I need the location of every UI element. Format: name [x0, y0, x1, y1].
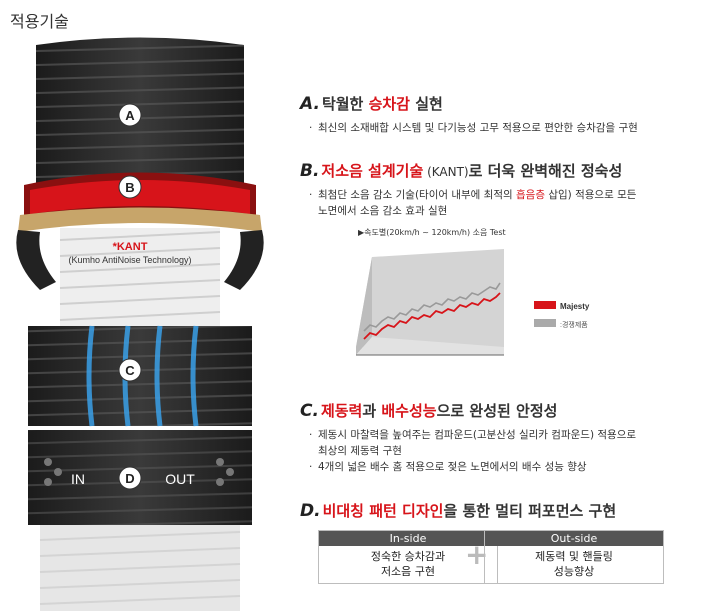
kant-desc: (Kumho AntiNoise Technology): [69, 255, 192, 265]
chart-title: ▶속도별(20km/h ~ 120km/h) 소음 Test: [358, 228, 506, 237]
noise-chart: ▶속도별(20km/h ~ 120km/h) 소음 Test Majesty :…: [328, 227, 658, 377]
legend-majesty-label: Majesty: [560, 302, 590, 311]
feature-c-bullet-1-line-2: 최상의 제동력 구현: [318, 445, 402, 457]
feature-a-heading: A.탁월한 승차감 실현: [300, 93, 638, 114]
feature-d: D.비대칭 패턴 디자인을 통한 멀티 퍼포먼스 구현: [300, 500, 616, 521]
plus-sign: +: [465, 538, 489, 571]
outside-box-line-2: 성능향상: [553, 565, 595, 578]
label-c: C: [125, 363, 135, 378]
tire-illustration: A B C D *KANT (Kumho AntiNoise Technolog…: [16, 37, 264, 611]
feature-a-highlight: 승차감: [368, 95, 410, 113]
feature-b-bullet-post: 삽입) 적용으로 모든: [545, 189, 637, 201]
inside-box-body: 정숙한 승차감과 저소음 구현: [319, 546, 497, 583]
chart-back-wall: [356, 249, 504, 347]
feature-c-bullet-2: 4개의 넓은 배수 홈 적용으로 젖은 노면에서의 배수 성능 향상: [309, 459, 636, 475]
feature-c-heading: C.제동력과 배수성능으로 완성된 안정성: [300, 400, 636, 421]
feature-b-bullet-red: 흡음층: [516, 189, 545, 201]
feature-a-letter: A.: [300, 94, 320, 114]
kant-title: *KANT: [113, 241, 148, 253]
outside-box: Out-side 제동력 및 핸들링 성능향상: [484, 530, 664, 584]
label-a: A: [125, 108, 135, 123]
outside-box-body: 제동력 및 핸들링 성능향상: [485, 546, 663, 583]
legend-competitor-swatch: [534, 319, 556, 327]
feature-b-letter: B.: [300, 161, 320, 181]
outside-box-header: Out-side: [485, 531, 663, 546]
feature-a-bullet-1: 최신의 소재배합 시스템 및 다기능성 고무 적용으로 편안한 승차감을 구현: [309, 120, 638, 136]
feature-a: A.탁월한 승차감 실현 최신의 소재배합 시스템 및 다기능성 고무 적용으로…: [300, 93, 638, 136]
feature-b-heading: B.저소음 설계기술 (KANT)로 더욱 완벽해진 정숙성: [300, 160, 636, 181]
feature-b-bullet-pre: 최첨단 소음 감소 기술(타이어 내부에 최적의: [318, 189, 517, 201]
out-label: OUT: [165, 471, 195, 487]
feature-d-post: 을 통한 멀티 퍼포먼스 구현: [443, 502, 617, 520]
feature-b-kant: (KANT): [423, 165, 469, 179]
feature-d-heading: D.비대칭 패턴 디자인을 통한 멀티 퍼포먼스 구현: [300, 500, 616, 521]
feature-d-letter: D.: [300, 501, 321, 521]
feature-c: C.제동력과 배수성능으로 완성된 안정성 제동시 마찰력을 높여주는 컴파운드…: [300, 400, 636, 475]
feature-c-bullet-1: 제동시 마찰력을 높여주는 컴파운드(고분산성 실리카 컴파운드) 적용으로최상…: [309, 427, 637, 459]
chart-floor: [356, 337, 504, 355]
label-b: B: [125, 180, 134, 195]
feature-c-letter: C.: [300, 401, 319, 421]
feature-c-highlight-1: 제동력: [320, 402, 363, 420]
feature-a-post: 실현: [409, 95, 443, 113]
series-competitor-line: [363, 282, 501, 332]
inside-box-line-2: 저소음 구현: [380, 565, 436, 578]
feature-b-bullet-1: 최첨단 소음 감소 기술(타이어 내부에 최적의 흡음층 삽입) 적용으로 모든…: [309, 187, 637, 219]
chart-side-wall: [356, 257, 372, 355]
outside-box-line-1: 제동력 및 핸들링: [535, 550, 613, 563]
feature-c-post: 으로 완성된 안정성: [436, 402, 558, 420]
inside-box-header: In-side: [319, 531, 497, 546]
feature-c-bullet-1-line-1: 제동시 마찰력을 높여주는 컴파운드(고분산성 실리카 컴파운드) 적용으로: [318, 429, 637, 441]
feature-c-highlight-2: 배수성능: [381, 402, 437, 420]
inside-box-line-1: 정숙한 승차감과: [370, 550, 446, 563]
legend-competitor-label: :경쟁제품: [560, 320, 588, 329]
feature-c-mid: 과: [362, 402, 382, 420]
inside-box: In-side 정숙한 승차감과 저소음 구현: [318, 530, 498, 584]
in-label: IN: [71, 471, 85, 487]
series-majesty-line: [363, 292, 501, 340]
legend-majesty-swatch: [534, 301, 556, 309]
feature-b: B.저소음 설계기술 (KANT)로 더욱 완벽해진 정숙성 최첨단 소음 감소…: [300, 160, 636, 219]
feature-d-highlight: 비대칭 패턴 디자인: [322, 502, 444, 520]
feature-a-pre: 탁월한: [321, 95, 369, 113]
page-title: 적용기술: [10, 12, 69, 31]
feature-b-post: 로 더욱 완벽해진 정숙성: [468, 162, 623, 180]
feature-b-highlight: 저소음 설계기술: [321, 162, 424, 180]
feature-b-bullet-line2: 노면에서 소음 감소 효과 실현: [318, 205, 448, 217]
chart-svg: Majesty :경쟁제품: [356, 249, 590, 356]
label-d: D: [125, 471, 134, 486]
